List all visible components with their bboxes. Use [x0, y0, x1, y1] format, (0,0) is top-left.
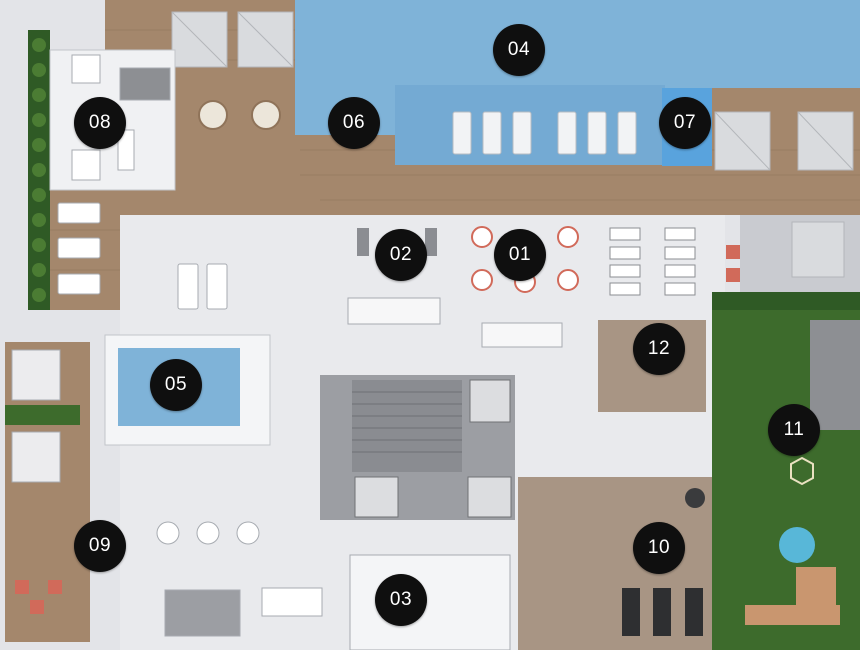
marker-08[interactable]: 08 — [74, 97, 126, 149]
marker-04[interactable]: 04 — [493, 24, 545, 76]
elevators — [354, 379, 512, 518]
dining-tables-right — [609, 227, 696, 296]
area-05-loungers — [177, 263, 228, 310]
pool-loungers — [452, 111, 637, 155]
playground — [779, 527, 815, 563]
gym-ball — [685, 488, 705, 508]
right-deck-seats — [726, 245, 740, 282]
marker-02[interactable]: 02 — [375, 229, 427, 281]
marker-10[interactable]: 10 — [633, 522, 685, 574]
area-08-furniture — [71, 54, 171, 181]
deck-09-cabanas — [11, 349, 61, 483]
hedge-right-top — [712, 292, 860, 310]
playground-base — [745, 605, 840, 625]
marker-01[interactable]: 01 — [494, 229, 546, 281]
marker-05[interactable]: 05 — [150, 359, 202, 411]
hedge-dots — [32, 38, 46, 302]
stair-treads — [352, 391, 462, 453]
marker-07[interactable]: 07 — [659, 97, 711, 149]
bistro-tables — [198, 100, 281, 130]
area-03-tables — [164, 587, 323, 637]
gym-benches — [622, 588, 703, 636]
marker-12[interactable]: 12 — [633, 323, 685, 375]
hex-icon — [790, 456, 814, 486]
bar-counters — [347, 297, 563, 348]
stair — [352, 380, 462, 472]
dining-02-chairs — [357, 228, 437, 256]
cabanas-11 — [810, 320, 860, 430]
round-tables — [156, 521, 260, 545]
pool-main — [295, 0, 860, 88]
area-03-room — [349, 554, 511, 650]
playground-tower — [796, 567, 836, 612]
hedge-bottom-left — [5, 405, 80, 425]
loungers-left — [57, 202, 101, 295]
marker-06[interactable]: 06 — [328, 97, 380, 149]
umbrella-ribs — [171, 11, 854, 171]
marker-11[interactable]: 11 — [768, 404, 820, 456]
marker-03[interactable]: 03 — [375, 574, 427, 626]
deck-09-seats — [15, 580, 62, 614]
marker-09[interactable]: 09 — [74, 520, 126, 572]
